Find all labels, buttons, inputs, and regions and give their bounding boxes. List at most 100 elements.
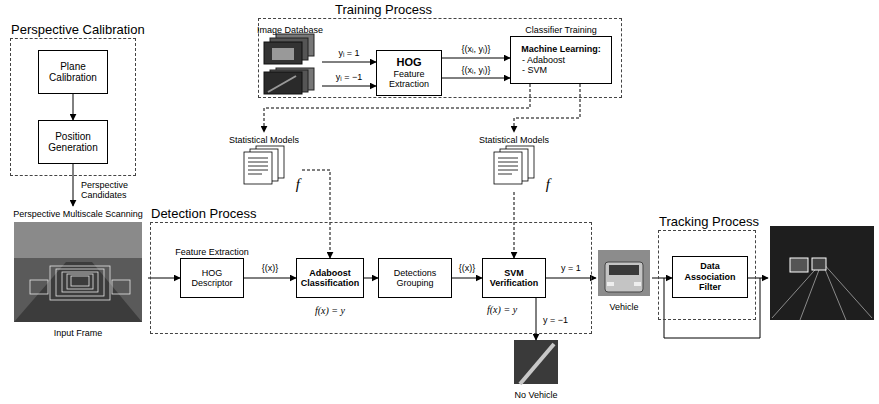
- connector: [244, 278, 296, 279]
- output-photo: [770, 226, 874, 320]
- caption: Input Frame: [0, 328, 168, 338]
- connector: [452, 278, 482, 279]
- edge-label: {(xᵢ, yᵢ)}: [461, 44, 492, 54]
- region-title: Tracking Process: [659, 215, 759, 230]
- page-lines: [498, 158, 518, 174]
- track-box: [790, 258, 808, 272]
- node-text: Position Generation: [42, 131, 104, 154]
- node-text: Adaboost Classification: [300, 268, 360, 289]
- connector: [514, 192, 515, 258]
- process-box: Detections Grouping: [378, 258, 452, 298]
- image-stack: [264, 34, 314, 94]
- connector: [73, 164, 74, 206]
- road-line: [268, 76, 296, 92]
- connector: [442, 78, 510, 79]
- road-mark: [520, 344, 554, 384]
- node-text: Feature Extraction: [380, 69, 438, 90]
- caption: Feature Extraction: [151, 247, 273, 257]
- no-vehicle-photo: [514, 340, 558, 384]
- process-region: Training ProcessImage DatabaseHOGFeature…: [258, 18, 622, 98]
- windshield: [609, 265, 639, 275]
- process-box: SVM Verification: [482, 258, 546, 298]
- process-box: Plane Calibration: [38, 50, 108, 94]
- output-arrow: [748, 278, 768, 279]
- edge-label: {(xᵢ, yᵢ)}: [461, 65, 492, 75]
- connector: [73, 94, 74, 120]
- process-region: Perspective CalibrationPlane Calibration…: [10, 38, 136, 176]
- image-panel: No Vehicle: [510, 340, 562, 400]
- model-symbol: f: [546, 177, 550, 192]
- model-symbol: f: [296, 177, 300, 192]
- process-box: Data Association Filter: [672, 256, 748, 298]
- process-box: Classifier TrainingMachine Learning:- Ad…: [510, 36, 612, 84]
- node-text: Data Association Filter: [676, 261, 744, 292]
- node-text: SVM Verification: [486, 268, 542, 289]
- node-text: - SVM: [514, 65, 608, 75]
- edge-label: Perspective Candidates: [80, 180, 142, 201]
- page-lines: [248, 158, 268, 174]
- edge-label: {(x)}: [261, 263, 280, 273]
- photo: [264, 42, 302, 64]
- caption: Vehicle: [576, 302, 672, 312]
- photo: [770, 226, 874, 320]
- node-text: - Adaboost: [514, 55, 608, 65]
- photo: [14, 222, 142, 322]
- edge-label: y = −1: [542, 315, 569, 325]
- function-label: f(x) = y: [486, 304, 518, 316]
- edge-label: y = 1: [560, 263, 582, 273]
- image-panel: Vehicle: [596, 250, 652, 312]
- edge-label: yᵢ = −1: [335, 72, 363, 82]
- light: [634, 282, 641, 286]
- vehicle-photo: [598, 250, 650, 296]
- node-text: Detections Grouping: [382, 268, 448, 289]
- image-panel: Statistical Modelsf: [226, 132, 302, 192]
- road: [14, 262, 142, 322]
- caption: Image Database: [238, 25, 342, 35]
- caption: No Vehicle: [490, 390, 582, 400]
- connector: [546, 278, 596, 279]
- image-panel: Image Database: [258, 22, 322, 96]
- connector: [514, 84, 580, 132]
- node-text: HOG Descriptor: [184, 268, 240, 289]
- page: [244, 152, 272, 184]
- region-title: Training Process: [335, 3, 432, 18]
- connector: [322, 62, 376, 63]
- image-panel: Perspective Multiscale ScanningInput Fra…: [8, 206, 148, 338]
- page: [494, 152, 522, 184]
- node-text: Machine Learning:: [514, 44, 608, 54]
- connector: [322, 86, 376, 87]
- scan-windows: [30, 266, 130, 300]
- connector: [148, 278, 180, 279]
- node-text: HOG: [380, 56, 438, 69]
- document-icon: [494, 146, 534, 184]
- node-text: Plane Calibration: [42, 61, 104, 84]
- tunnel-lines: [772, 262, 872, 320]
- sky: [14, 222, 142, 258]
- process-box: Adaboost Classification: [296, 258, 364, 298]
- region-title: Perspective Calibration: [11, 23, 145, 38]
- connector: [652, 278, 672, 279]
- photo: [264, 72, 302, 94]
- photo: [598, 250, 650, 296]
- edge-label: {(x)}: [458, 263, 477, 273]
- connector: [364, 278, 378, 279]
- process-region: Detection ProcessFeature ExtractionHOG D…: [150, 222, 592, 334]
- input-frame-photo: [14, 222, 142, 322]
- process-box: Feature ExtractionHOG Descriptor: [180, 258, 244, 298]
- function-label: f(x) = y: [314, 305, 346, 317]
- caption: Statistical Models: [206, 135, 322, 145]
- region-title: Detection Process: [151, 207, 257, 222]
- track-box: [812, 258, 826, 270]
- connector: [302, 170, 330, 258]
- edge-label: yᵢ = 1: [337, 48, 360, 58]
- image-panel: Statistical Modelsf: [476, 132, 552, 192]
- car-shape: [272, 48, 294, 60]
- light: [607, 282, 614, 286]
- caption: Statistical Models: [456, 135, 572, 145]
- document-icon: [244, 146, 284, 184]
- process-box: HOGFeature Extraction: [376, 50, 442, 96]
- connector: [442, 58, 510, 59]
- car-body: [605, 262, 643, 292]
- photo: [514, 340, 558, 384]
